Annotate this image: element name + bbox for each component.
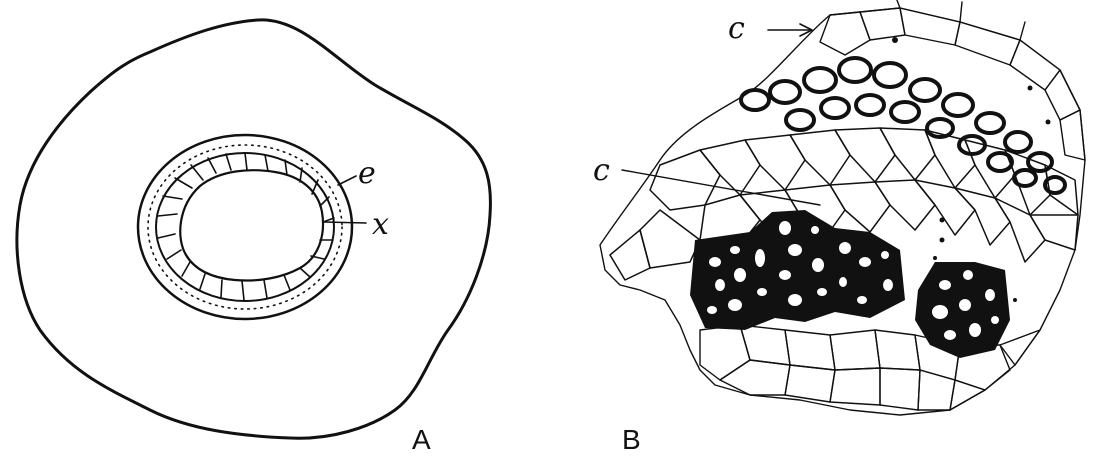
cortex-cells bbox=[609, 127, 1079, 281]
leader-c-lower bbox=[621, 169, 821, 206]
annotation-e: e bbox=[358, 156, 376, 191]
panel-a bbox=[15, 18, 492, 440]
tissue-outline bbox=[599, 7, 1086, 416]
endodermis-ring bbox=[136, 133, 354, 321]
pith-cavity bbox=[179, 169, 325, 282]
leader-x bbox=[323, 221, 367, 224]
leader-e bbox=[337, 175, 357, 186]
panel-label-a: A bbox=[412, 424, 431, 455]
panel-label-b: B bbox=[622, 424, 641, 455]
annotation-x: x bbox=[372, 207, 389, 242]
stem-outline bbox=[15, 18, 492, 440]
endodermis-band bbox=[739, 56, 1067, 195]
panel-b bbox=[599, 0, 1086, 416]
small-cell-dots bbox=[892, 37, 1051, 302]
lower-parenchyma bbox=[699, 324, 1041, 411]
xylem-radial-walls bbox=[157, 152, 335, 301]
annotation-c-lower: c bbox=[593, 153, 610, 188]
annotation-c-upper: c bbox=[728, 11, 745, 46]
xylem-ring-outer bbox=[155, 152, 335, 302]
arrowhead-c-upper bbox=[799, 23, 813, 37]
xylem-vessel-lumina bbox=[707, 221, 999, 340]
pericycle-dots bbox=[147, 144, 343, 310]
xylem-strand-left bbox=[690, 210, 905, 330]
xylem-strands bbox=[690, 210, 1010, 358]
outer-cell-rows bbox=[819, 0, 1086, 161]
